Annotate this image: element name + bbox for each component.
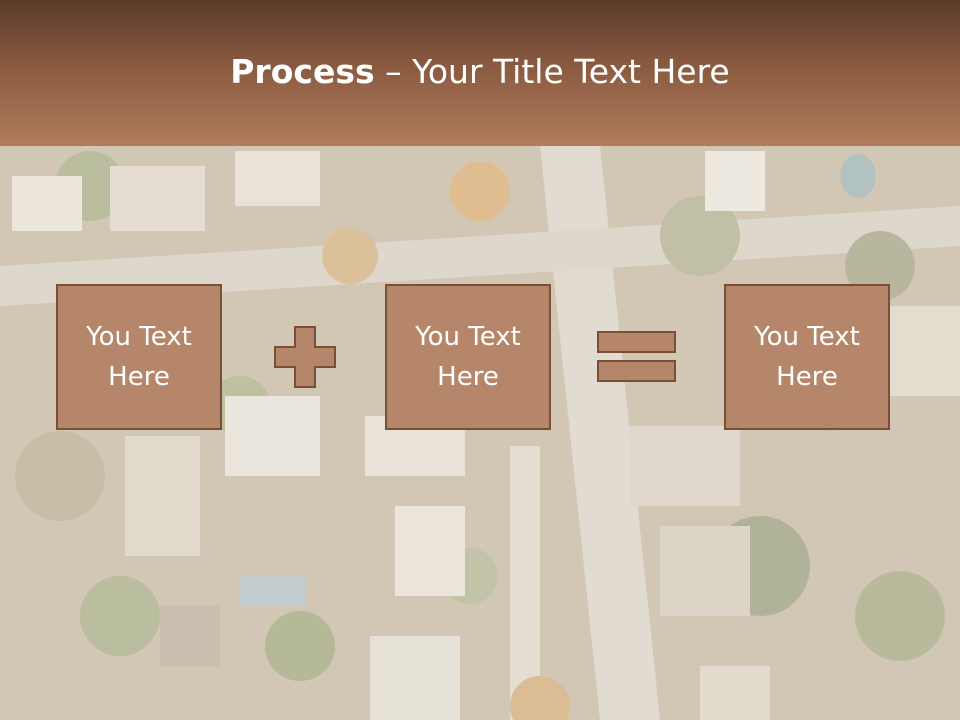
- title-bar: Process – Your Title Text Here: [0, 0, 960, 146]
- photo-overlay: [0, 146, 960, 720]
- process-box-label: You Text Here: [415, 322, 521, 392]
- process-box-2[interactable]: You Text Here: [385, 284, 551, 430]
- process-box-1[interactable]: You Text Here: [56, 284, 222, 430]
- process-box-label: You Text Here: [86, 322, 192, 392]
- title-rest: – Your Title Text Here: [374, 52, 730, 91]
- equals-icon: [597, 331, 677, 387]
- process-box-3[interactable]: You Text Here: [724, 284, 890, 430]
- title-bold: Process: [230, 52, 375, 91]
- aerial-suburb-photo: [0, 146, 960, 720]
- process-box-label: You Text Here: [754, 322, 860, 392]
- page-title: Process – Your Title Text Here: [0, 52, 960, 91]
- plus-icon: [274, 326, 336, 392]
